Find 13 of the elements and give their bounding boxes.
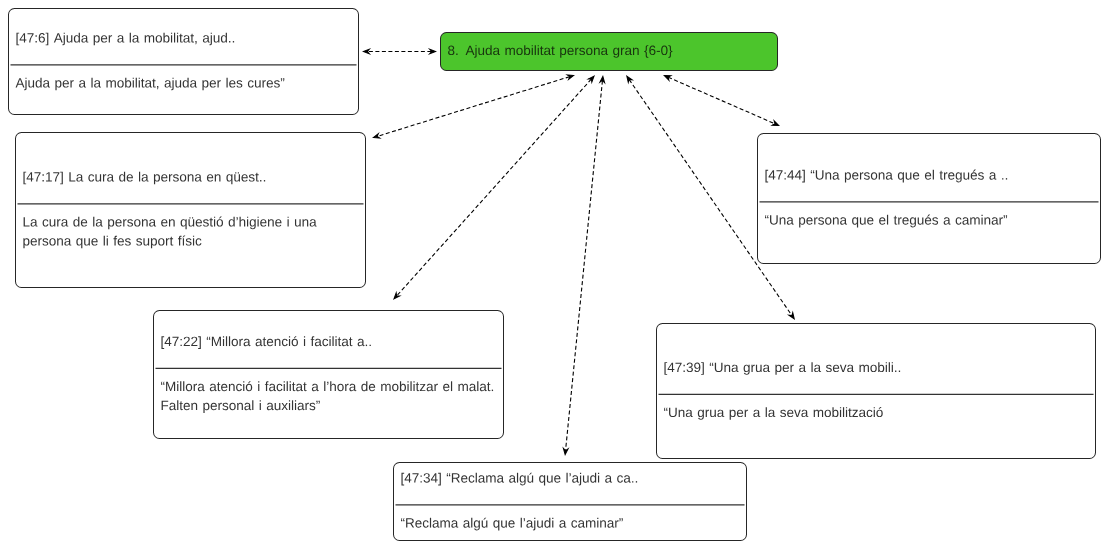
code-box: 8. Ajuda mobilitat persona gran {6-0} — [440, 32, 778, 71]
quotation-box: [47:22] “Millora atenció i facilitat a.. “Millora atenció i facilitat a l’hora de mobilitzar el malat. Falten personal i auxiliars” — [153, 310, 504, 439]
arrow — [663, 75, 780, 126]
quotation-box: [47:44] “Una persona que el tregués a .. “Una persona que el tregués a caminar” — [757, 133, 1101, 264]
arrow — [362, 47, 437, 56]
quotation-box: [47:39] “Una grua per a la seva mobili.. “Una grua per a la seva mobilització — [656, 323, 1096, 459]
quotation-box: [47:34] “Reclama algú que l’ajudi a ca.. “Reclama algú que l’ajudi a caminar” — [393, 462, 747, 541]
arrow — [562, 75, 606, 456]
quotation-box: [47:6] Ajuda per a la mobilitat, ajud.. Ajuda per a la mobilitat, ajuda per les cures” — [8, 8, 359, 115]
quotation-box: [47:17] La cura de la persona en qüest.. La cura de la persona en qüestió d’higiene i una persona que li fes suport físic — [15, 132, 366, 288]
arrow — [372, 74, 575, 139]
arrow — [626, 75, 795, 320]
arrow — [393, 75, 595, 300]
